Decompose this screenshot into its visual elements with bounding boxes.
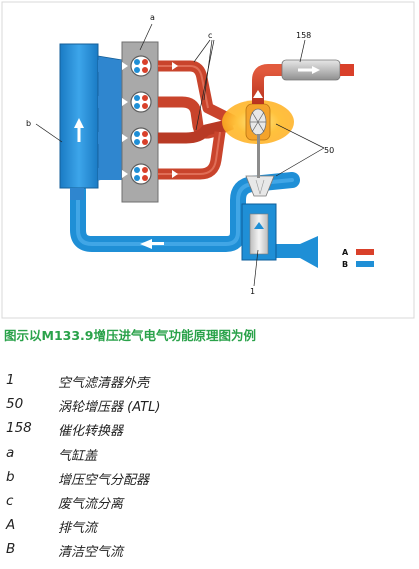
label-a: a	[150, 13, 155, 22]
flow-legend: A B	[342, 248, 374, 269]
legend-key: 158	[6, 420, 32, 437]
cylinder-4	[130, 163, 152, 185]
label-158: 158	[296, 31, 311, 40]
cylinder-3	[130, 127, 152, 149]
flow-legend-b-label: B	[342, 260, 348, 269]
legend-text: 催化转换器	[58, 424, 124, 440]
legend-text: 涡轮增压器 (ATL)	[58, 400, 161, 416]
legend-text: 排气流	[58, 521, 98, 537]
legend-row: B 清洁空气流	[6, 541, 406, 565]
legend-row: A 排气流	[6, 517, 406, 541]
legend-row: c 废气流分离	[6, 493, 406, 517]
legend-row: 50 涡轮增压器 (ATL)	[6, 396, 406, 420]
cylinder-1	[130, 55, 152, 77]
label-1: 1	[250, 287, 255, 296]
air-filter-outlet	[270, 236, 318, 268]
exhaust-outlet-pipe	[252, 64, 284, 104]
legend-text: 空气滤清器外壳	[58, 376, 150, 391]
charge-air-distributor	[59, 43, 124, 200]
label-b: b	[26, 119, 31, 128]
legend-key: b	[6, 468, 15, 485]
intake-pipe	[70, 172, 300, 252]
air-filter-housing	[241, 203, 277, 261]
legend-text: 气缸盖	[58, 448, 98, 464]
label-c: c	[208, 31, 212, 40]
cylinder-2	[130, 91, 152, 113]
legend-text: 废气流分离	[58, 496, 124, 512]
legend-key: a	[6, 444, 15, 461]
legend-key: A	[6, 517, 16, 534]
turbocharger	[222, 100, 294, 178]
catalytic-converter	[281, 59, 354, 81]
legend-row: 1 空气滤清器外壳	[6, 372, 406, 396]
leader-lines	[35, 23, 325, 287]
diagram-frame	[1, 1, 415, 319]
legend-key: c	[6, 492, 14, 509]
legend-key: B	[6, 541, 16, 558]
intake-flow-swatch	[356, 261, 374, 267]
label-50: 50	[324, 146, 334, 155]
legend-key: 50	[6, 396, 24, 413]
diagram-caption: 图示以M133.9增压进气电气功能原理图为例	[4, 328, 256, 343]
exhaust-manifold	[158, 60, 238, 180]
compressor-inlet	[245, 175, 275, 197]
legend-text: 增压空气分配器	[58, 472, 150, 488]
legend-key: 1	[6, 372, 15, 388]
legend-row: 158 催化转换器	[6, 420, 406, 444]
flow-legend-a-label: A	[342, 248, 349, 257]
component-legend: 1 空气滤清器外壳 50 涡轮增压器 (ATL) 158 催化转换器 a 气缸盖…	[6, 372, 406, 566]
cylinder-head	[121, 41, 159, 203]
exhaust-flow-swatch	[356, 249, 374, 255]
turbo-intake-diagram: a c 158 50 b 1 A B	[1, 1, 415, 319]
legend-row: a 气缸盖	[6, 445, 406, 469]
legend-row: b 增压空气分配器	[6, 469, 406, 493]
legend-text: 清洁空气流	[58, 545, 124, 561]
